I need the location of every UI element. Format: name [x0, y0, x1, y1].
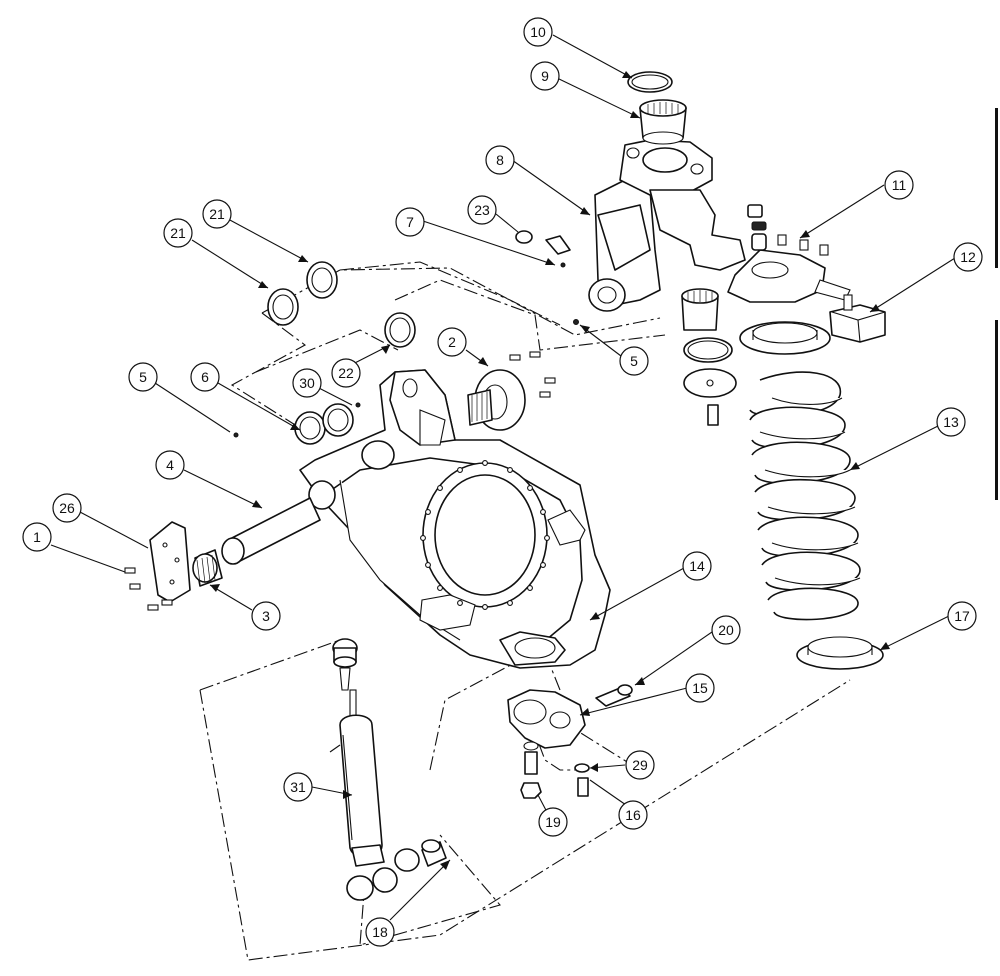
pivot-shaft-4: [221, 497, 321, 565]
callout-label: 18: [372, 924, 388, 940]
callout-label: 8: [496, 152, 504, 168]
callout-21-right: 21: [202, 199, 232, 229]
callout-7: 7: [395, 207, 425, 237]
callout-label: 6: [201, 369, 209, 385]
callout-13: 13: [936, 407, 966, 437]
callout-label: 1: [33, 529, 41, 545]
callout-10: 10: [523, 17, 553, 47]
callouts: 1 2 3 4 5 5 6 7 8 9 10 11 12 13 14 15 16…: [22, 17, 983, 947]
callout-26: 26: [52, 493, 82, 523]
callout-2: 2: [437, 327, 467, 357]
callout-23: 23: [467, 195, 497, 225]
knuckle-lower-bushing: [681, 288, 737, 426]
ring-10: [627, 71, 673, 93]
callout-label: 17: [954, 608, 970, 624]
bolt-hole-ring: [420, 460, 550, 610]
stud-hardware: [747, 204, 829, 256]
callout-16: 16: [618, 800, 648, 830]
washers: [233, 261, 416, 445]
callout-17: 17: [947, 601, 977, 631]
coil-spring: [749, 371, 861, 621]
shock-absorber-31: [332, 638, 447, 901]
callout-label: 5: [139, 369, 147, 385]
callout-15: 15: [685, 673, 715, 703]
small-hardware: [520, 741, 590, 799]
callout-label: 20: [718, 622, 734, 638]
callout-label: 14: [689, 558, 705, 574]
callout-12: 12: [953, 242, 983, 272]
callout-label: 29: [632, 757, 648, 773]
callout-label: 10: [530, 24, 546, 40]
callout-3: 3: [251, 601, 281, 631]
callout-21-left: 21: [163, 218, 193, 248]
callout-label: 4: [166, 457, 174, 473]
callout-14: 14: [682, 551, 712, 581]
callout-label: 3: [262, 608, 270, 624]
callout-label: 31: [290, 779, 306, 795]
callout-5-right: 5: [619, 346, 649, 376]
callout-6: 6: [190, 362, 220, 392]
lower-clamp-15: [507, 689, 586, 749]
callout-5-left: 5: [128, 362, 158, 392]
callout-label: 11: [892, 177, 907, 193]
callout-label: 7: [406, 214, 414, 230]
callout-20: 20: [711, 615, 741, 645]
callout-label: 15: [692, 680, 708, 696]
callout-8: 8: [485, 145, 515, 175]
bolt-20: [595, 684, 633, 707]
callout-label: 26: [59, 500, 75, 516]
callout-18: 18: [365, 917, 395, 947]
page-edge-mark: [995, 108, 998, 268]
callout-29: 29: [625, 750, 655, 780]
callout-1: 1: [22, 522, 52, 552]
callout-30: 30: [292, 368, 322, 398]
callout-label: 23: [474, 202, 490, 218]
callout-label: 5: [630, 353, 638, 369]
callout-31: 31: [283, 772, 313, 802]
callout-label: 19: [545, 814, 561, 830]
callout-label: 21: [170, 225, 186, 241]
page-edge-mark: [995, 320, 998, 500]
callout-label: 13: [943, 414, 959, 430]
callout-19: 19: [538, 807, 568, 837]
leader-arrowheads: [210, 71, 890, 870]
suspension-arm: [299, 369, 611, 669]
callout-label: 2: [448, 334, 456, 350]
bearing-3: [192, 549, 223, 587]
callout-label: 9: [541, 68, 549, 84]
callout-label: 16: [625, 807, 641, 823]
spring-lower-seat: [796, 636, 884, 670]
bushing-9: [639, 99, 687, 145]
end-plate-26: [124, 521, 191, 611]
callout-11: 11: [884, 170, 914, 200]
callout-label: 21: [209, 206, 225, 222]
hub-plate-2: [467, 351, 556, 431]
bump-stop-12: [829, 294, 886, 343]
upper-knuckle: [588, 139, 851, 312]
callout-9: 9: [530, 61, 560, 91]
callout-label: 12: [960, 249, 976, 265]
callout-22: 22: [331, 358, 361, 388]
spring-upper-seat: [739, 321, 831, 355]
callout-label: 30: [299, 375, 315, 391]
pin-and-nut: [515, 230, 579, 325]
leader-lines: [50, 34, 956, 921]
callout-4: 4: [155, 450, 185, 480]
callout-label: 22: [338, 365, 354, 381]
